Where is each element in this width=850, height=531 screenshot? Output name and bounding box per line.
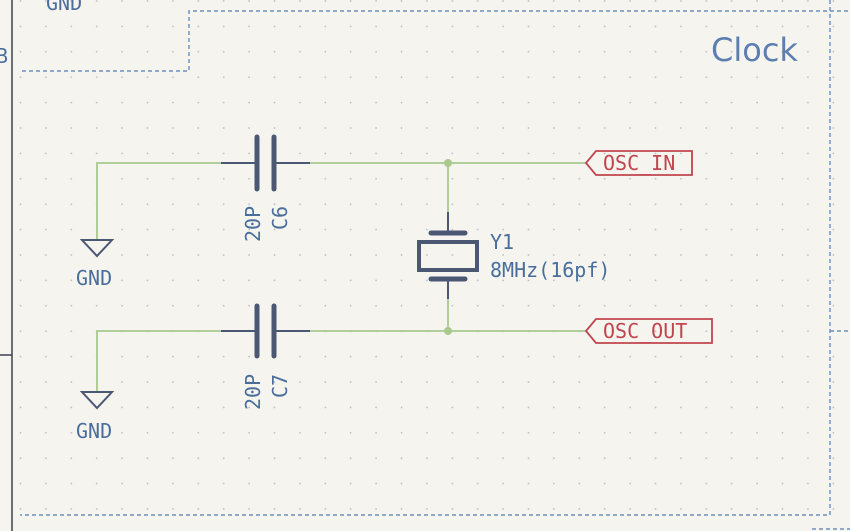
c6-value: 20P (241, 206, 265, 242)
net-label-osc-out[interactable]: OSC_OUT (584, 318, 713, 344)
gnd-symbol-1[interactable] (79, 239, 115, 258)
junction-dot (444, 327, 452, 335)
net-label-text-osc-in: OSC_IN (603, 151, 675, 175)
partial-gnd-label: GND (46, 0, 82, 15)
gnd-symbol-2[interactable] (79, 391, 115, 410)
ground-icon (79, 391, 115, 410)
y1-reference: Y1 (490, 230, 514, 254)
ground-icon (79, 239, 115, 258)
net-label-flag-osc-in (584, 150, 693, 176)
gnd-label-2: GND (76, 419, 112, 443)
y1-crystal-body (417, 240, 479, 272)
net-label-osc-in[interactable]: OSC_IN (584, 150, 693, 176)
partial-left-label: B (0, 44, 8, 68)
y1-value: 8MHz(16pf) (490, 258, 610, 282)
net-label-text-osc-out: OSC_OUT (603, 319, 687, 343)
wire-gnd2-c7 (96, 330, 221, 392)
crystal-y1[interactable] (417, 212, 479, 299)
capacitor-c7[interactable] (221, 303, 310, 359)
gnd-label-1: GND (76, 266, 112, 290)
clock-block-border (20, 0, 831, 516)
neighbor-block-border (22, 10, 850, 72)
c7-reference: C7 (268, 374, 292, 398)
wire-gnd1-c6 (96, 162, 221, 240)
c6-reference: C6 (268, 206, 292, 230)
net-label-flag-osc-out (584, 318, 713, 344)
junction-dot (444, 159, 452, 167)
capacitor-c6[interactable] (221, 134, 310, 192)
c7-value: 20P (241, 374, 265, 410)
clock-block-title: Clock (711, 31, 798, 69)
